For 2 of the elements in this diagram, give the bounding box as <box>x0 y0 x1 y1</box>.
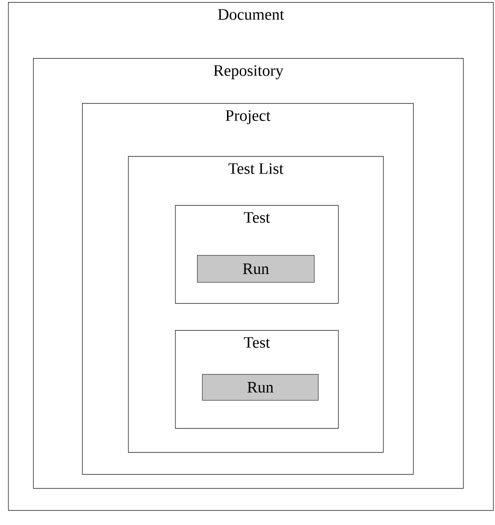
run-bar: Run <box>197 255 315 283</box>
run-bar: Run <box>202 374 319 401</box>
